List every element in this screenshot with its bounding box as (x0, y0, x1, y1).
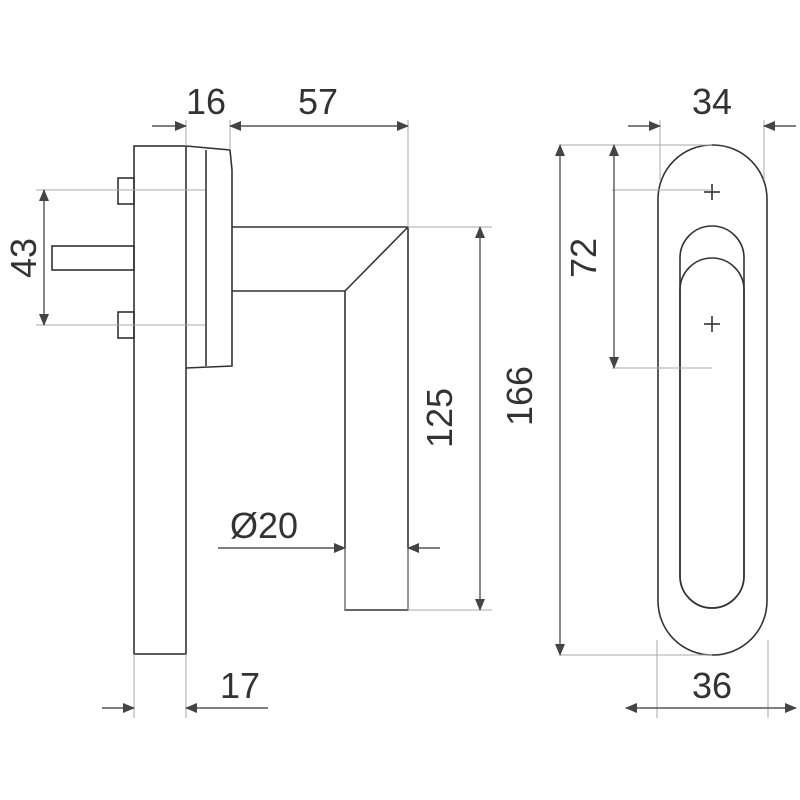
rose-outline (657, 144, 768, 656)
dim-label-rose-height: 166 (499, 366, 540, 426)
dimension-lines-side (39, 121, 485, 713)
dim-label-rose-width-bottom: 36 (692, 665, 732, 706)
rose-hub (185, 145, 233, 369)
dim-label-screw-spacing: 72 (563, 238, 604, 278)
extension-lines-front (560, 120, 769, 718)
lever-arm (232, 226, 409, 611)
dim-label-spindle-spacing: 43 (3, 238, 44, 278)
dimension-lines-front (555, 121, 797, 713)
base-plate (133, 145, 187, 655)
dim-label-rose-width-top: 34 (692, 81, 732, 122)
spindle (51, 177, 135, 339)
screw-mark-bottom (704, 316, 720, 332)
dim-label-lever-reach: 57 (298, 81, 338, 122)
dimension-labels: 16 57 43 125 Ø20 17 34 72 166 36 (3, 81, 732, 706)
dim-label-base-depth: 17 (220, 665, 260, 706)
lever-outline (679, 225, 745, 609)
lever-inner-flat (679, 257, 745, 609)
side-view (51, 145, 409, 655)
screw-mark-top (704, 184, 720, 200)
dim-label-top-flange-width: 16 (186, 81, 226, 122)
dim-label-lever-diameter: Ø20 (230, 505, 298, 546)
dim-label-lever-length: 125 (419, 388, 460, 448)
front-view (657, 144, 768, 656)
